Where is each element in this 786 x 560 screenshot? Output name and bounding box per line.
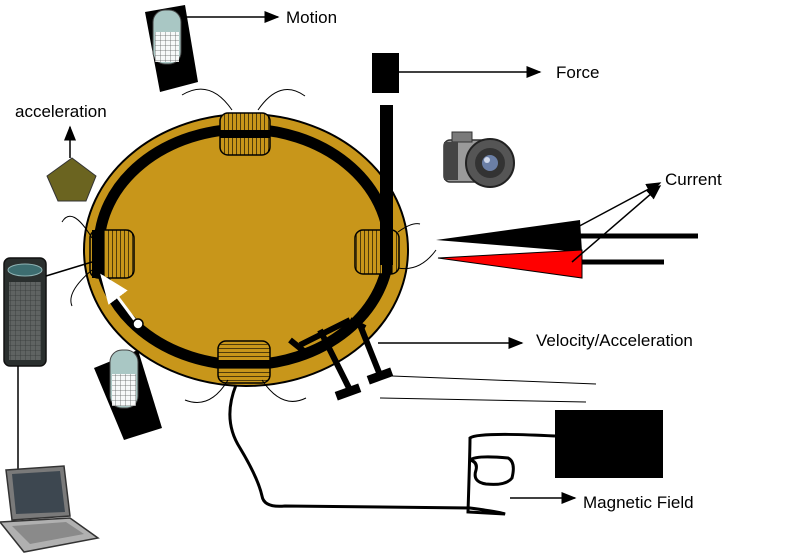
current-arrow-1 <box>571 182 662 231</box>
red-probe <box>437 249 583 279</box>
current-probes <box>436 220 698 279</box>
magnetic-field-label: Magnetic Field <box>583 493 694 512</box>
handheld-to-coil-wire <box>45 261 93 277</box>
camera-icon <box>443 131 515 188</box>
velocity-sensor-assembly <box>288 317 394 401</box>
coil-field-lines <box>61 88 437 403</box>
motion-label: Motion <box>286 8 337 27</box>
force-rod <box>380 105 393 265</box>
pentagon-accelerometer-icon <box>46 157 97 202</box>
force-sensor-block <box>372 53 399 93</box>
slider-marker <box>132 318 144 330</box>
magnetic-cable <box>228 384 556 516</box>
coil-left <box>89 229 135 279</box>
black-probe <box>436 220 582 252</box>
velocity-trail-2 <box>379 397 587 403</box>
force-label: Force <box>556 63 599 82</box>
handheld-device-icon <box>3 257 47 367</box>
slider-arrow <box>100 273 139 324</box>
motion-sensor-top <box>145 5 198 92</box>
current-arrow-2 <box>571 185 662 263</box>
velocity-trail-1 <box>391 375 597 385</box>
coil-top <box>219 112 271 156</box>
motion-sensor-bottom <box>94 349 162 440</box>
velocity-acceleration-label: Velocity/Acceleration <box>536 331 693 350</box>
acceleration-label: acceleration <box>15 102 107 121</box>
coil-bottom <box>217 340 271 384</box>
magnetic-cable-loop <box>469 455 515 486</box>
laptop-icon <box>0 465 100 553</box>
current-label: Current <box>665 170 722 189</box>
magnetic-field-sensor <box>555 410 663 478</box>
